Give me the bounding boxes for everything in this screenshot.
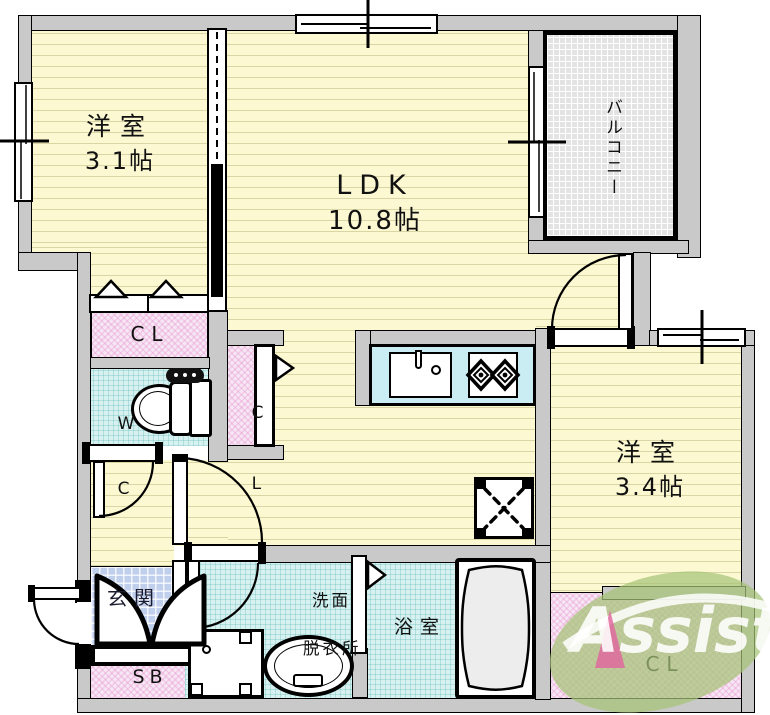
assist-logo: Assist (533, 547, 770, 715)
door-leaf-washroom (187, 560, 200, 630)
kitchen-drain-icon (431, 365, 441, 375)
door-leaf-entrance (30, 587, 81, 600)
label-balcony: バルコニー (602, 98, 622, 198)
label-wc: W C (117, 414, 135, 499)
hallway-floor-lower (88, 543, 174, 569)
pan-corner (239, 631, 252, 644)
door-jamb (547, 326, 555, 349)
wall-below-closet1 (90, 357, 210, 369)
partition-solid-segment (211, 164, 223, 297)
label-bedroom2-size: 3.4帖 (614, 473, 686, 501)
washbasin-front (293, 674, 323, 687)
entrance-door-post (75, 643, 91, 669)
entrance-opening (77, 602, 91, 644)
closet-bedroom1-doors (89, 294, 209, 313)
closet-door-divider (147, 296, 149, 311)
pan-corner (239, 683, 252, 696)
closet-hall-door (254, 344, 275, 447)
door-jamb (172, 454, 188, 462)
kitchen-sink-icon (389, 352, 452, 398)
label-bedroom1: 洋室 (85, 112, 154, 141)
label-ldk-size: 10.8帖 (328, 206, 422, 236)
window-bedroom1-left-icon (14, 82, 33, 202)
assist-logo-a-triangle (595, 610, 625, 668)
label-closet-bedroom1: CL (130, 322, 170, 346)
entrance-washroom-partition (172, 560, 187, 652)
room-ldk-floor (220, 25, 540, 549)
door-jamb (627, 326, 635, 349)
room-bedroom2-floor (545, 340, 750, 600)
label-ldk: LDK (336, 170, 414, 201)
label-closet-hall: C L (251, 402, 264, 495)
label-entrance: 玄関 (107, 586, 161, 610)
door-arc-entrance (32, 599, 80, 646)
assist-logo-text: Assist (571, 594, 770, 667)
gas-stove-icon (468, 352, 518, 398)
label-shoe-box: SB (132, 666, 168, 688)
label-washroom: 洗面 脱衣所 (302, 590, 362, 658)
door-jamb (28, 585, 35, 602)
appliance-space-x-icon (474, 477, 534, 539)
label-bedroom1-size: 3.1帖 (84, 147, 156, 175)
wall-step-right (633, 252, 651, 346)
window-ldk-top-icon (295, 14, 438, 34)
room-bedroom1-floor (30, 29, 208, 254)
window-bedroom2-top-icon (657, 328, 746, 347)
wall-under-balcony (528, 240, 689, 254)
door-jamb (184, 542, 192, 564)
bathroom-folding-door (351, 555, 367, 654)
wall-balcony-right (677, 15, 701, 258)
toilet-tank-icon (189, 379, 212, 437)
pan-corner (190, 631, 203, 644)
wall-ldk-bedroom2 (535, 328, 551, 700)
closet-bedroom1-floor (91, 311, 208, 358)
door-leaf-hall (172, 456, 188, 545)
door-jamb (82, 442, 90, 464)
doorway-bedroom2 (549, 328, 635, 347)
label-bedroom2: 洋室 (615, 438, 684, 467)
door-jamb (155, 442, 163, 464)
kitchen-faucet-icon (415, 350, 422, 369)
bathtub-icon (455, 558, 536, 699)
door-leaf-bedroom2 (618, 253, 633, 330)
door-jamb (258, 542, 266, 564)
pan-drain-icon (202, 645, 211, 654)
pan-corner (190, 683, 203, 696)
washbasin-inner (274, 644, 343, 688)
balcony-deck (543, 31, 677, 240)
label-bathroom: 浴室 (393, 616, 446, 638)
toilet-buttons-icon (166, 368, 204, 383)
window-balcony-icon (528, 66, 545, 218)
